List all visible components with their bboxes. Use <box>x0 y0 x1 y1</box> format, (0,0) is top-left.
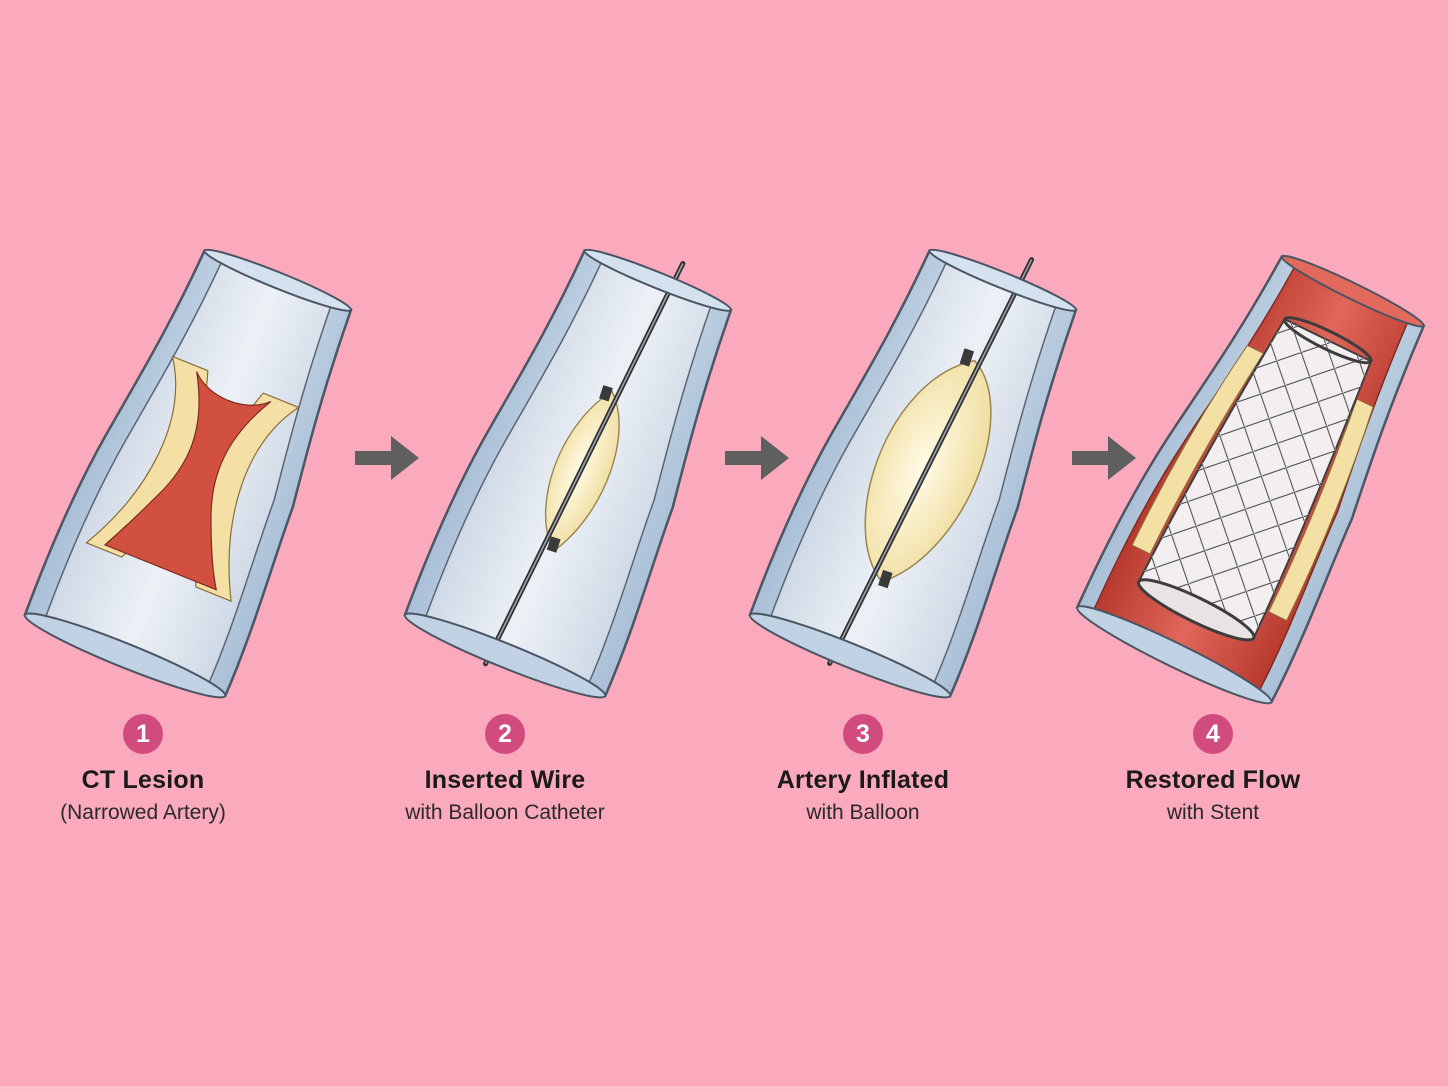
step-2-label: 2 Inserted Wire with Balloon Catheter <box>345 714 665 825</box>
step-3-label: 3 Artery Inflated with Balloon <box>703 714 1023 825</box>
narrowed-channel <box>103 371 272 591</box>
step-title: CT Lesion <box>81 766 205 794</box>
vessel-1 <box>23 248 353 699</box>
step-title: Restored Flow <box>1125 766 1301 794</box>
vessel-2 <box>403 248 733 699</box>
step-subtitle: with Stent <box>1166 801 1260 824</box>
step-subtitle: with Balloon <box>806 801 920 824</box>
step-number-badge: 4 <box>1193 714 1233 754</box>
arrow-1 <box>355 436 419 480</box>
step-title: Inserted Wire <box>424 766 586 794</box>
vessel-3 <box>748 248 1078 699</box>
arrow-2 <box>725 436 789 480</box>
plaque-compressed <box>1131 344 1374 622</box>
step-1-label: 1 CT Lesion (Narrowed Artery) <box>0 714 303 825</box>
step-number-badge: 3 <box>843 714 883 754</box>
step-subtitle: with Balloon Catheter <box>405 801 605 824</box>
step-title: Artery Inflated <box>776 766 950 794</box>
step-4-label: 4 Restored Flow with Stent <box>1053 714 1373 825</box>
vessel-4 <box>1075 254 1426 705</box>
arrow-3 <box>1072 436 1136 480</box>
step-subtitle: (Narrowed Artery) <box>60 801 226 824</box>
step-number-badge: 2 <box>485 714 525 754</box>
step-number-badge: 1 <box>123 714 163 754</box>
